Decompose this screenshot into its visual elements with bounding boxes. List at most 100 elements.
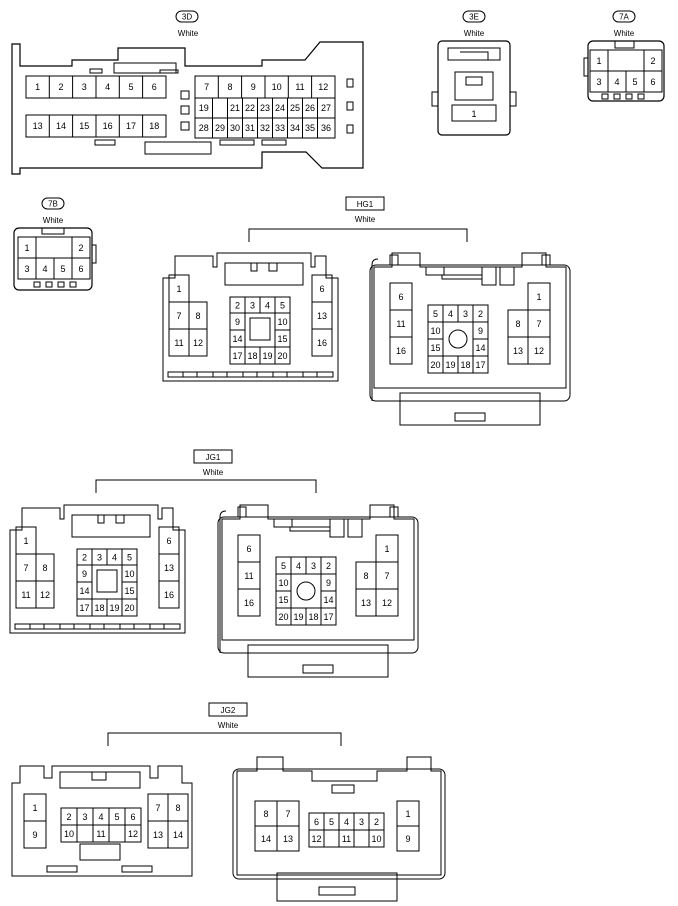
pin-label: 4 [105, 82, 110, 92]
pin-label: 19 [293, 612, 303, 622]
pin-label: 8 [363, 571, 368, 581]
connector-7a-color: White [614, 29, 635, 38]
connector-jg2-bracket [107, 732, 342, 746]
pin-label: 13 [317, 311, 327, 321]
pin-label: 10 [371, 834, 381, 844]
pin-label: 3 [24, 264, 29, 274]
pin-label: 14 [475, 343, 485, 353]
keyway [481, 266, 497, 286]
pin-label: 11 [21, 590, 30, 600]
pin-label: 8 [515, 319, 520, 329]
pin-label: 10 [64, 829, 74, 839]
connector-jg1-id: JG1 [206, 453, 221, 462]
keyway [331, 784, 355, 794]
connector-3e-tag [462, 10, 486, 23]
pin-cavity [320, 607, 337, 626]
connector-rail [167, 371, 334, 378]
pin-label: 19 [445, 360, 455, 370]
latch-rib [268, 262, 278, 272]
connector-body [219, 510, 227, 653]
pin-label: 5 [127, 553, 132, 563]
pin-label: 12 [193, 338, 203, 348]
lock-tab [79, 843, 121, 861]
pin-label: 7 [155, 803, 160, 813]
connector-body [9, 504, 186, 634]
rail-slot [242, 371, 258, 378]
pin-label: 4 [448, 309, 453, 319]
pin-label: 12 [534, 346, 544, 356]
pin-label: 10 [278, 578, 288, 588]
connector-3e: 3E White 1 [431, 10, 517, 136]
pin-label: 3 [311, 561, 316, 571]
pin-label: 6 [246, 544, 251, 554]
pin-label: 22 [245, 103, 255, 113]
pin-label: 4 [296, 561, 301, 571]
pin-cavity [188, 328, 208, 357]
rail-slot [149, 623, 165, 630]
pin-label: 2 [235, 301, 240, 311]
pin-label: 13 [513, 346, 523, 356]
pin-label: 2 [82, 553, 87, 563]
pin-label: 5 [632, 77, 637, 87]
connector-7b-id: 7B [48, 200, 58, 209]
pin-label: 26 [305, 103, 315, 113]
pin-cavity [167, 820, 189, 849]
pin-label: 3 [463, 309, 468, 319]
pin-label: 20 [277, 351, 287, 361]
pin-label: 8 [175, 803, 180, 813]
pin-label: 35 [305, 123, 315, 133]
pin-label: 12 [311, 834, 321, 844]
pin-label: 8 [42, 563, 47, 573]
connector-3e-color: White [464, 29, 485, 38]
pin-label: 36 [321, 123, 331, 133]
pin-label: 1 [536, 292, 541, 302]
connector-jg1-bracket [95, 479, 317, 493]
lock-tab [276, 872, 398, 902]
guide [237, 506, 247, 518]
keyway [273, 518, 293, 528]
pin-label: 24 [275, 103, 285, 113]
connector-shell [217, 516, 419, 654]
connector-jg2-id: JG2 [221, 706, 236, 715]
latch [71, 514, 151, 538]
connector-7a-id: 7A [619, 13, 629, 22]
connector-3d-id: 3D [182, 13, 192, 22]
pin-label: 8 [263, 809, 268, 819]
pin-label: 28 [199, 123, 209, 133]
connector-rail [14, 623, 181, 630]
pin-label: 20 [124, 603, 134, 613]
pin-label: 6 [130, 812, 135, 822]
connector-3d: 3D White [11, 10, 364, 175]
pin-cavity [311, 328, 333, 357]
pin-cavity [276, 825, 300, 852]
rail-slot [182, 371, 198, 378]
pin-label: 4 [98, 812, 103, 822]
pin-label: 5 [281, 561, 286, 571]
keyway [499, 266, 515, 286]
center-post-housing [442, 321, 474, 357]
pin-label: 6 [650, 77, 655, 87]
pin-label: 14 [323, 595, 333, 605]
pin-label: 14 [232, 334, 242, 344]
pin-label: 1 [471, 109, 476, 119]
pin-label: 16 [164, 590, 174, 600]
pin-label: 16 [103, 121, 113, 131]
pin-label: 14 [56, 121, 66, 131]
pin-label: 10 [272, 82, 282, 92]
pin-label: 33 [275, 123, 285, 133]
pin-label: 16 [396, 346, 406, 356]
center-post [296, 581, 316, 601]
pin-label: 13 [153, 830, 163, 840]
connector-hg1-color: White [355, 215, 376, 224]
pin-cavity [368, 829, 385, 848]
pin-cavity [353, 829, 370, 848]
pin-label: 5 [114, 812, 119, 822]
pin-label: 9 [32, 830, 37, 840]
keyway [425, 266, 445, 276]
connector-body [162, 252, 339, 382]
pin-label: 4 [42, 264, 47, 274]
keyway [329, 518, 345, 538]
